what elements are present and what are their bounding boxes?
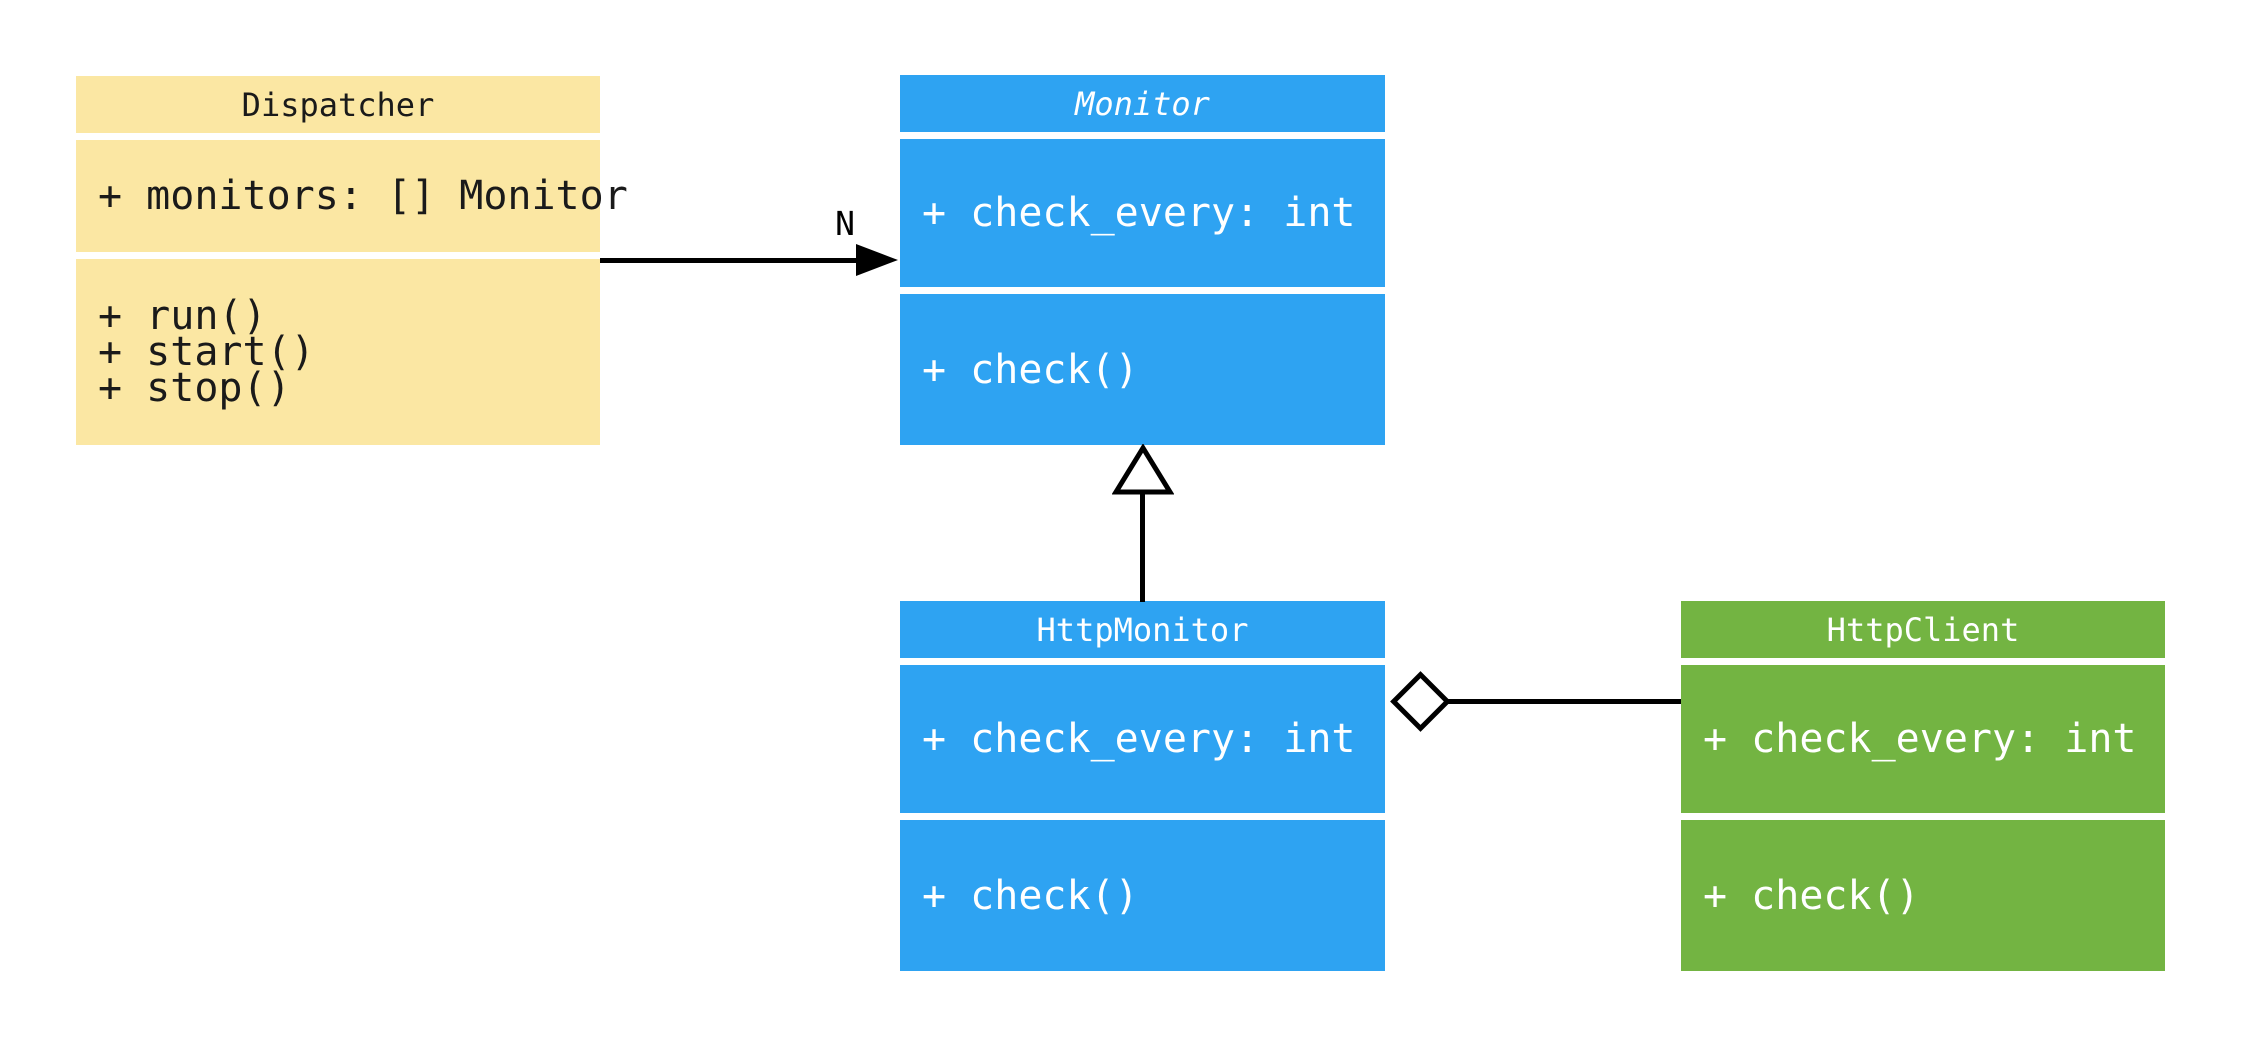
hollow-diamond-icon bbox=[1390, 671, 1451, 732]
generalization-line bbox=[1140, 492, 1145, 602]
hollow-triangle-icon bbox=[1112, 444, 1174, 495]
class-box-monitor: Monitor + check_every: int + check() bbox=[900, 75, 1385, 445]
class-title-httpclient: HttpClient bbox=[1681, 601, 2165, 658]
method: + run() bbox=[98, 293, 267, 339]
class-methods-monitor: + check() bbox=[900, 294, 1385, 445]
class-attributes-monitor: + check_every: int bbox=[900, 139, 1385, 287]
class-methods-httpclient: + check() bbox=[1681, 820, 2165, 971]
method: + stop() bbox=[98, 365, 291, 411]
class-box-httpclient: HttpClient + check_every: int + check() bbox=[1681, 601, 2165, 971]
method: + check() bbox=[1703, 872, 1920, 919]
attribute: + monitors: [] Monitor bbox=[98, 173, 628, 219]
attribute: + check_every: int bbox=[922, 190, 1356, 236]
class-methods-dispatcher: + run() + start() + stop() bbox=[76, 259, 600, 445]
attribute: + check_every: int bbox=[1703, 716, 2137, 762]
class-title-monitor: Monitor bbox=[900, 75, 1385, 132]
association-line bbox=[600, 258, 858, 263]
class-box-httpmonitor: HttpMonitor + check_every: int + check() bbox=[900, 601, 1385, 971]
method: + check() bbox=[922, 346, 1139, 393]
class-box-dispatcher: Dispatcher + monitors: [] Monitor + run(… bbox=[76, 76, 628, 445]
method: + check() bbox=[922, 872, 1139, 919]
class-attributes-httpmonitor: + check_every: int bbox=[900, 665, 1385, 813]
filled-arrowhead-icon bbox=[856, 244, 898, 276]
class-title-httpmonitor: HttpMonitor bbox=[900, 601, 1385, 658]
method: + start() bbox=[98, 329, 315, 375]
class-attributes-httpclient: + check_every: int bbox=[1681, 665, 2165, 813]
class-methods-httpmonitor: + check() bbox=[900, 820, 1385, 971]
aggregation-line bbox=[1448, 699, 1681, 704]
class-title-dispatcher: Dispatcher bbox=[76, 76, 600, 133]
attribute: + check_every: int bbox=[922, 716, 1356, 762]
association-multiplicity-label: N bbox=[835, 204, 855, 243]
class-attributes-dispatcher: + monitors: [] Monitor bbox=[76, 140, 628, 252]
